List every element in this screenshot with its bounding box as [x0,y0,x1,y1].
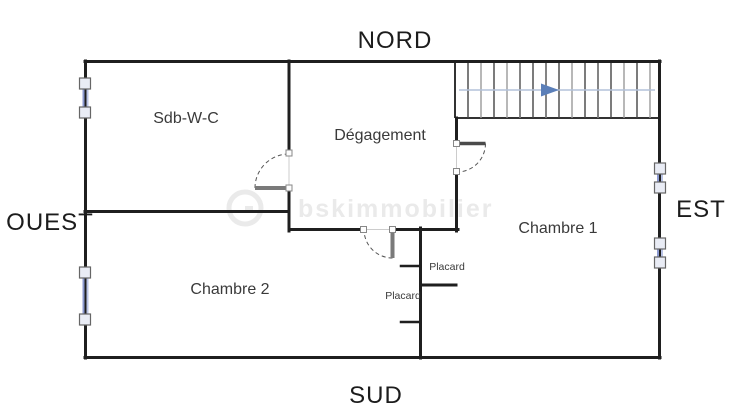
room-label-closet2: Placard [385,290,421,302]
room-label-closet1: Placard [429,261,465,273]
room-label-bathroom: Sdb-W-C [153,110,219,127]
watermark-text: bskimmobilier [298,195,494,223]
window-cap [653,237,667,250]
window-cap [78,313,92,326]
stair-direction-arrow-icon [459,83,655,97]
window-east-lower [653,237,667,269]
window-cap [653,181,667,194]
window-east-upper [653,162,667,194]
door-jamb-node [360,226,367,233]
door-swing-arc [456,143,486,173]
compass-east-label: EST [676,196,726,223]
door-hinge-node [389,226,396,233]
compass-south-label: SUD [349,382,403,409]
window-west-upper [78,77,92,119]
window-cap [653,162,667,175]
window-cap [78,266,92,279]
window-cap [653,256,667,269]
door-swing-arc [363,229,393,259]
room-label-bedroom2: Chambre 2 [190,281,269,298]
compass-north-label: NORD [358,27,433,54]
interior-walls [83,59,460,360]
door-hinge-node [285,149,293,157]
door-hallway-bedroom2 [360,226,396,259]
window-cap [78,106,92,119]
compass-west-label: OUEST [6,209,94,236]
watermark: bskimmobilier [226,189,494,227]
window-cap [78,77,92,90]
window-west-lower [78,266,92,326]
door-jamb-node [285,184,293,192]
room-label-bedroom1: Chambre 1 [518,220,597,237]
watermark-logo-icon [226,189,264,227]
door-bedroom1 [453,140,486,175]
staircase [454,62,660,119]
door-jamb-node [453,168,460,175]
room-label-hallway: Dégagement [334,127,426,144]
door-bathroom [254,149,293,192]
door-hinge-node [453,140,460,147]
door-swing-arc [254,153,290,189]
